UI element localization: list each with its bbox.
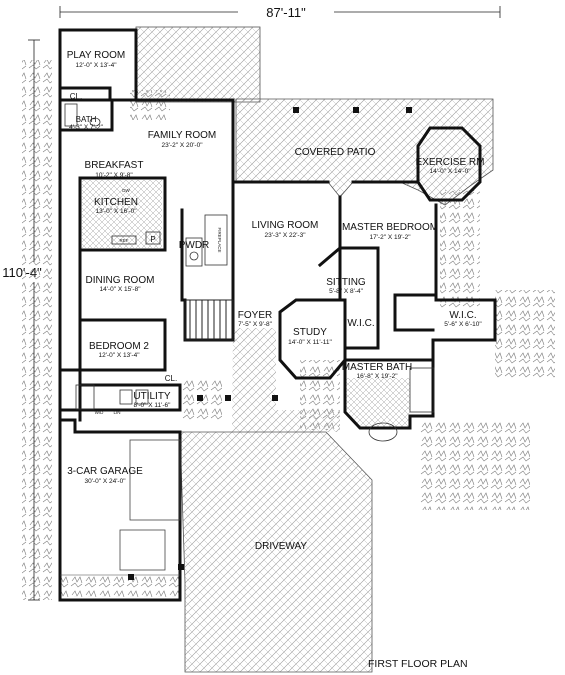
room-bedroom-2: BEDROOM 2 12'-0" X 13'-4" [89, 341, 149, 359]
room-master-bedroom: MASTER BEDROOM 17'-2" X 19'-2" [342, 222, 438, 241]
room-family-room: FAMILY ROOM 23'-2" X 20'-0" [148, 130, 217, 149]
room-size: 23'-3" X 22'-3" [264, 232, 306, 239]
room-foyer: FOYER 7'-5" X 9'-8" [238, 310, 273, 328]
room-name: CL. [165, 374, 177, 383]
room-name: KITCHEN [94, 197, 138, 208]
room-study: STUDY 14'-0" X 11'-11" [288, 327, 332, 346]
room-driveway: DRIVEWAY [255, 541, 308, 552]
driveway-paving [179, 431, 373, 673]
room-name: W.I.C. [449, 310, 476, 321]
fixtures [64, 103, 435, 442]
room-sitting: SITTING 5'-8" X 8'-4" [326, 277, 366, 295]
room-name: EXERCISE RM [416, 157, 485, 168]
room-size: 30'-0" X 24'-0" [84, 478, 126, 485]
room-name: SITTING [326, 277, 366, 288]
room-garage: 3-CAR GARAGE 30'-0" X 24'-0" [67, 466, 143, 485]
room-size: 17'-2" X 19'-2" [369, 234, 411, 241]
room-name: 3-CAR GARAGE [67, 466, 143, 477]
fireplace-label: FIREPLACE [217, 227, 222, 252]
room-closet-play: CL. [70, 92, 82, 101]
room-name: BEDROOM 2 [89, 341, 149, 352]
room-size: 5'-6" X 6'-10" [444, 321, 482, 328]
room-name: DRIVEWAY [255, 541, 308, 552]
room-name: PLAY ROOM [67, 50, 126, 61]
room-name: LIVING ROOM [252, 220, 319, 231]
kitchen-floor [82, 180, 162, 248]
room-size: 5'-8" X 8'-4" [329, 288, 364, 295]
room-living-room: LIVING ROOM 23'-3" X 22'-3" [252, 220, 319, 239]
room-size: 14'-0" X 11'-11" [288, 339, 332, 346]
room-bath: BATH 4'-3" X 7'-2" [69, 115, 104, 131]
play-room-terrace [135, 26, 261, 103]
room-name: MASTER BATH [342, 362, 412, 373]
room-play-room: PLAY ROOM 12'-0" X 13'-4" [67, 50, 126, 69]
room-size: 16'-8" X 19'-2" [356, 373, 398, 380]
pantry-label: P [150, 235, 155, 244]
refrigerator-label: REF [120, 238, 129, 243]
room-name: W.I.C. [347, 318, 374, 329]
washer-dryer-label: W/D [95, 410, 104, 415]
room-name: PWDR [179, 240, 210, 251]
room-name: DINING ROOM [86, 275, 155, 286]
room-size: 4'-3" X 7'-2" [69, 124, 104, 131]
linen-label: LIN [113, 410, 120, 415]
room-dining-room: DINING ROOM 14'-0" X 15'-8" [86, 275, 155, 293]
room-name: FAMILY ROOM [148, 130, 217, 141]
overall-width: 87'-11" [266, 5, 306, 20]
room-name: BREAKFAST [85, 160, 144, 171]
room-size: 8'-0" X 11'-6" [134, 402, 172, 409]
dishwasher-label: DW [122, 188, 130, 193]
room-size: 10'-2" X 9'-8" [95, 172, 133, 179]
room-name: MASTER BEDROOM [342, 222, 438, 233]
room-kitchen: KITCHEN 13'-0" X 16'-0" [94, 197, 138, 215]
room-size: 23'-2" X 20'-0" [161, 142, 203, 149]
room-utility: UTILITY 8'-0" X 11'-6" [133, 391, 171, 409]
room-name: FOYER [238, 310, 272, 321]
stair [184, 299, 234, 341]
room-name: BATH [76, 115, 97, 124]
room-master-bath: MASTER BATH 16'-8" X 19'-2" [342, 362, 412, 380]
room-closet-bed2: CL. [165, 374, 177, 383]
room-size: 14'-0" X 14'-0" [429, 168, 471, 175]
room-powder: PWDR [179, 240, 210, 251]
room-exercise-room: EXERCISE RM 14'-0" X 14'-0" [416, 157, 485, 175]
room-size: 12'-0" X 13'-4" [98, 352, 140, 359]
room-size: 13'-0" X 16'-0" [95, 208, 137, 215]
room-size: 7'-5" X 9'-8" [238, 321, 273, 328]
room-name: STUDY [293, 327, 327, 338]
room-wic-1: W.I.C. [347, 318, 374, 329]
plan-title: FIRST FLOOR PLAN [368, 658, 468, 670]
room-name: UTILITY [133, 391, 171, 402]
room-covered-patio: COVERED PATIO [295, 147, 376, 158]
master-bath-floor [345, 378, 410, 428]
room-name: CL. [70, 92, 82, 101]
room-wic-2: W.I.C. 5'-6" X 6'-10" [444, 310, 482, 328]
columns [128, 107, 412, 580]
garage-details [60, 439, 181, 576]
entry-walk-paving [232, 328, 340, 432]
interior-walls [58, 86, 438, 422]
room-size: 12'-0" X 13'-4" [75, 62, 117, 69]
room-breakfast: BREAKFAST 10'-2" X 9'-8" [85, 160, 144, 179]
room-name: COVERED PATIO [295, 147, 376, 158]
room-size: 14'-0" X 15'-8" [99, 286, 141, 293]
